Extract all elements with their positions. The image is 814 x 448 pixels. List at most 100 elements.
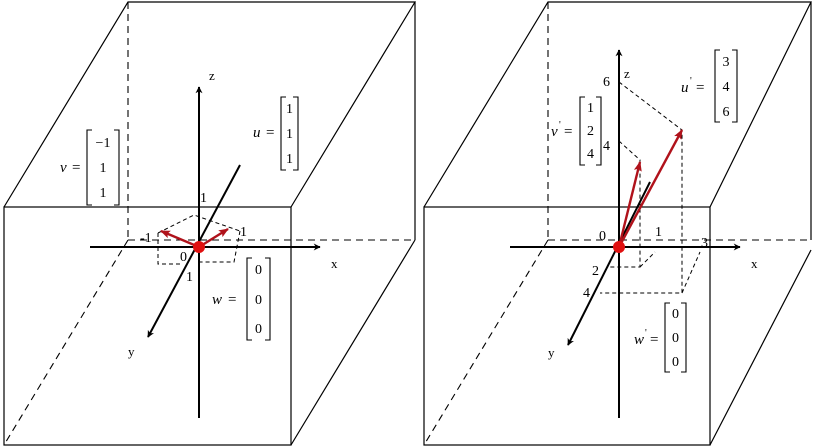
- right-labels: z x y 6 4 0 1 3 2 4: [548, 66, 758, 360]
- left-matrix-w-right-bracket: [265, 257, 271, 341]
- left-matrix-u-entry: 1: [286, 152, 293, 167]
- left-cube: [3, 1, 417, 446]
- right-matrix-u-prime: ': [690, 76, 692, 87]
- left-matrix-w-equals: =: [228, 292, 236, 308]
- left-guide-lines: [157, 214, 241, 265]
- left-matrix-w-entry: 0: [255, 322, 262, 337]
- right-matrix-w-prime: ': [645, 328, 647, 339]
- right-y-label: y: [548, 345, 555, 360]
- left-tick-x-neg-one: -1: [140, 231, 152, 246]
- left-matrix-u-name: u: [253, 125, 261, 141]
- right-tick-x-three: 3: [701, 236, 708, 251]
- left-matrix-u-equals: =: [266, 125, 274, 141]
- left-guide-left: [157, 233, 183, 265]
- right-cube-top-edges: [423, 1, 812, 208]
- right-vector-v-arrow: [617, 161, 642, 248]
- left-matrix-w-entry: 0: [255, 293, 262, 308]
- left-matrix-v-name: v: [60, 160, 67, 176]
- left-matrix-v: v = −1 1 1: [60, 129, 120, 206]
- left-guide-top: [157, 214, 241, 234]
- right-matrix-v-entry: 1: [587, 101, 594, 116]
- left-y-axis: [147, 164, 241, 338]
- right-tick-x-one: 1: [655, 225, 662, 240]
- right-matrix-w-entry: 0: [672, 307, 679, 322]
- right-x-label: x: [751, 256, 758, 271]
- left-matrix-u-left-bracket: [280, 96, 286, 171]
- right-matrix-v-equals: =: [564, 124, 572, 140]
- right-matrix-u: u ' = 3 4 6: [681, 49, 738, 123]
- right-tick-z-four: 4: [603, 139, 610, 154]
- right-cube-hidden-diagonal: [423, 239, 549, 446]
- left-matrix-u-right-bracket: [293, 96, 299, 171]
- left-cube-front-face: [3, 206, 292, 446]
- right-matrix-v-prime: ': [559, 120, 561, 131]
- right-cube-front-face: [423, 206, 711, 446]
- left-labels: z x y 1 1 -1 0 1: [128, 68, 338, 359]
- left-matrix-v-entry: 1: [100, 186, 107, 201]
- left-cube-bottom-right-edge: [290, 239, 416, 446]
- left-matrix-u-entry: 1: [286, 102, 293, 117]
- left-matrix-v-left-bracket: [86, 129, 92, 206]
- left-y-label: y: [128, 344, 135, 359]
- right-matrix-u-name: u: [681, 80, 689, 96]
- left-panel: z x y 1 1 -1 0 1 u = 1 1 1 v = −1 1 1: [3, 1, 417, 446]
- left-tick-z-one: 1: [200, 191, 207, 206]
- left-vectors: [160, 227, 229, 253]
- right-matrix-u-entry: 3: [723, 55, 730, 70]
- left-x-label: x: [331, 256, 338, 271]
- right-matrix-u-entry: 6: [723, 105, 730, 120]
- right-matrix-u-equals: =: [696, 80, 704, 96]
- right-matrix-v: v ' = 1 2 4: [551, 96, 602, 166]
- left-matrix-w-left-bracket: [246, 257, 252, 341]
- right-matrix-w-equals: =: [650, 332, 658, 348]
- left-tick-x-one: 1: [240, 225, 247, 240]
- right-matrix-w-right-bracket: [681, 302, 687, 373]
- right-matrix-v-left-bracket: [579, 96, 585, 166]
- right-matrix-u-entry: 4: [723, 80, 730, 95]
- left-cube-top-edges: [3, 1, 417, 208]
- left-matrix-w-entry: 0: [255, 263, 262, 278]
- right-guide-u-foot: [681, 251, 701, 294]
- left-guide-right: [199, 230, 241, 263]
- right-matrix-w-entry: 0: [672, 355, 679, 370]
- right-tick-z-six: 6: [603, 75, 610, 90]
- left-matrix-v-equals: =: [72, 160, 80, 176]
- right-panel: z x y 6 4 0 1 3 2 4 u ' = 3 4 6 v ' =: [423, 1, 812, 446]
- right-vector-u-arrow: [617, 129, 684, 248]
- left-tick-origin: 0: [180, 250, 187, 265]
- right-matrix-v-entry: 2: [587, 124, 594, 139]
- right-matrix-u-left-bracket: [714, 49, 720, 123]
- left-matrix-u: u = 1 1 1: [253, 96, 299, 171]
- right-matrix-v-right-bracket: [596, 96, 602, 166]
- right-guide-lines: [600, 81, 701, 294]
- right-matrix-v-name: v: [551, 124, 558, 140]
- left-matrix-u-entry: 1: [286, 127, 293, 142]
- right-origin-dot: [613, 241, 625, 253]
- right-cube-bottom-right-edge: [709, 249, 812, 446]
- right-matrix-w-name: w: [634, 332, 644, 348]
- right-y-axis: [567, 181, 651, 346]
- left-matrix-v-right-bracket: [114, 129, 120, 206]
- right-tick-origin: 0: [599, 229, 606, 244]
- left-cube-hidden-diagonal: [3, 239, 129, 446]
- left-matrix-v-entry: −1: [96, 136, 111, 151]
- right-matrix-w: w ' = 0 0 0: [634, 302, 687, 373]
- right-matrix-v-entry: 4: [587, 147, 594, 162]
- right-matrix-w-left-bracket: [664, 302, 670, 373]
- left-matrix-w: w = 0 0 0: [212, 257, 271, 341]
- left-origin-dot: [193, 241, 205, 253]
- left-tick-y-one: 1: [186, 270, 193, 285]
- right-cube: [423, 1, 812, 446]
- left-z-label: z: [209, 68, 215, 83]
- right-z-label: z: [624, 66, 630, 81]
- right-tick-y-two: 2: [592, 264, 599, 279]
- right-guide-u: [600, 81, 683, 294]
- right-guide-v: [607, 140, 641, 268]
- right-guide-v-foot: [639, 251, 656, 268]
- right-tick-y-four: 4: [583, 286, 590, 301]
- right-vectors: [613, 129, 684, 253]
- right-matrix-w-entry: 0: [672, 331, 679, 346]
- right-matrix-u-right-bracket: [732, 49, 738, 123]
- left-matrix-v-entry: 1: [100, 161, 107, 176]
